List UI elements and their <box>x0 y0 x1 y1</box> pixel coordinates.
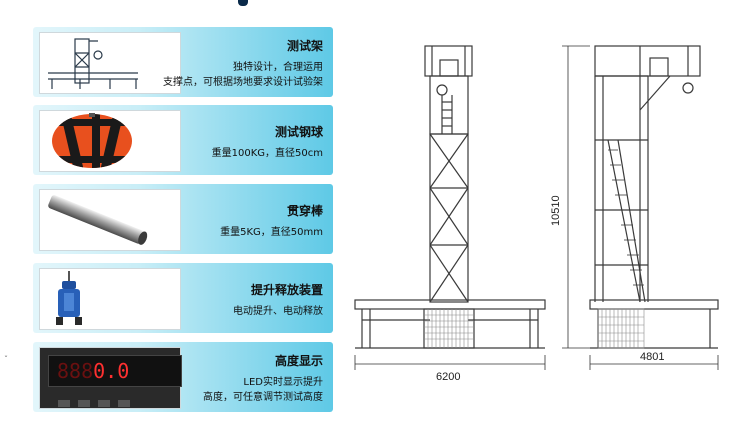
led-readout: 8880.0 <box>48 355 182 387</box>
item-title: 提升释放装置 <box>250 283 323 297</box>
item-desc-line1: 电动提升、电动释放 <box>233 306 323 317</box>
item-title: 贯穿棒 <box>286 204 323 218</box>
front-width-dimension <box>354 355 546 370</box>
item-desc-line1: 重量5KG，直径50mm <box>220 227 323 238</box>
height-display-icon: 8880.0 <box>39 347 182 409</box>
item-title: 高度显示 <box>274 354 323 368</box>
side-ladder <box>608 149 644 286</box>
front-mesh <box>424 309 474 348</box>
top-decoration <box>238 0 248 6</box>
side-width-label: 4801 <box>640 351 664 363</box>
front-view <box>354 45 546 349</box>
penetration-rod-icon <box>39 189 181 251</box>
led-value: 0.0 <box>93 359 130 383</box>
technical-drawing: 6200 <box>354 45 719 383</box>
lift-release-device-icon <box>39 268 181 330</box>
item-desc-line1: 独特设计，合理运用 <box>233 62 323 73</box>
side-mesh <box>597 308 645 349</box>
item-desc-line2: 高度，可任意调节测试高度 <box>203 392 323 403</box>
led-dim-digits: 888 <box>57 359 94 383</box>
item-title: 测试架 <box>286 39 323 53</box>
side-view <box>589 45 719 349</box>
test-frame-icon <box>39 32 181 94</box>
control-button[interactable] <box>58 400 70 407</box>
item-desc-line2: 支撑点，可根据场地要求设计试验架 <box>163 77 323 88</box>
front-width-label: 6200 <box>436 371 460 383</box>
steel-ball-icon <box>39 110 181 172</box>
height-label: 10510 <box>550 195 562 226</box>
side-width-dimension <box>589 355 719 370</box>
item-card-penetration-rod: 贯穿棒 重量5KG，直径50mm <box>33 184 333 254</box>
item-card-test-frame: 测试架 独特设计，合理运用 支撑点，可根据场地要求设计试验架 <box>33 27 333 97</box>
item-desc-line1: LED实时显示提升 <box>243 377 323 388</box>
item-desc-line1: 重量100KG，直径50cm <box>211 148 323 159</box>
control-button[interactable] <box>98 400 110 407</box>
corner-mark: ˇ <box>4 355 8 364</box>
control-buttons <box>58 392 162 407</box>
item-card-steel-ball: 测试钢球 重量100KG，直径50cm <box>33 105 333 175</box>
height-dimension <box>562 45 590 349</box>
item-title: 测试钢球 <box>274 125 323 139</box>
item-card-height-display: 8880.0 高度显示 LED实时显示提升 高度，可任意调节测试高度 <box>33 342 333 412</box>
control-button[interactable] <box>118 400 130 407</box>
control-button[interactable] <box>78 400 90 407</box>
item-card-lift-release: 提升释放装置 电动提升、电动释放 <box>33 263 333 333</box>
